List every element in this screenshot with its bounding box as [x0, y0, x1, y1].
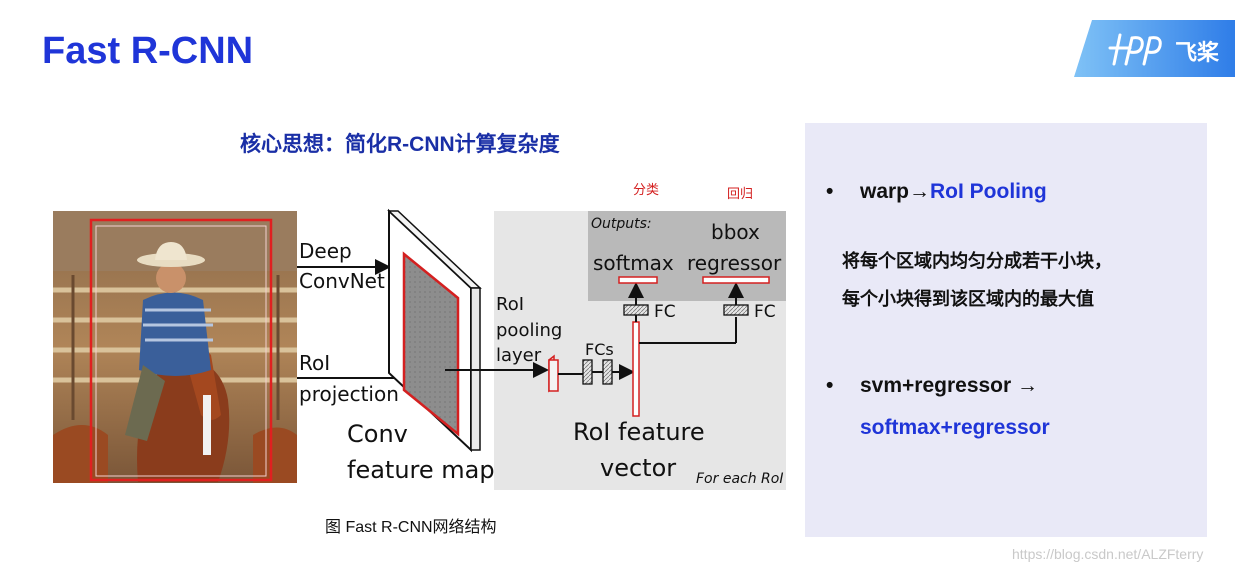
- bullet-dot: •: [826, 180, 834, 203]
- logo-text: 飞桨: [1175, 40, 1220, 66]
- roi-feature-label: RoI feature: [573, 418, 705, 446]
- bullet-dot: •: [826, 374, 834, 397]
- classify-label: 分类: [633, 183, 659, 198]
- outputs-region: [588, 211, 786, 301]
- vector-label: vector: [600, 454, 676, 482]
- desc-line-1: 将每个区域内均匀分成若干小块，: [842, 251, 1112, 271]
- bullet1-plain: warp→: [860, 180, 931, 203]
- figure-caption: 图 Fast R-CNN网络结构: [325, 519, 497, 536]
- fc-head-right: [723, 304, 749, 316]
- roi-pooling-label-3: layer: [496, 345, 542, 366]
- regressor-label: regressor: [687, 251, 782, 275]
- desc-line-2: 每个小块得到该区域内的最大值: [842, 289, 1094, 309]
- bbox-output-bar: [702, 276, 770, 284]
- roi-pooling-description: 将每个区域内均匀分成若干小块， 每个小块得到该区域内的最大值: [842, 242, 1112, 318]
- bullet2-line-2: softmax+regressor: [860, 416, 1050, 439]
- core-idea-subtitle: 核心思想：简化R-CNN计算复杂度: [240, 133, 560, 156]
- input-photo: [53, 211, 297, 483]
- bbox-label: bbox: [711, 220, 760, 244]
- notes-panel: [805, 123, 1207, 537]
- fc-layer-2: [602, 359, 613, 385]
- roi-label: RoI: [299, 351, 330, 375]
- feature-map-label: feature map: [347, 456, 495, 484]
- softmax-label: softmax: [593, 251, 674, 275]
- conv-label: Conv: [347, 420, 408, 448]
- roi-pooling-label-2: pooling: [496, 320, 562, 341]
- source-watermark: https://blog.csdn.net/ALZFterry: [1012, 546, 1204, 562]
- roi-pooling-label-1: RoI: [496, 294, 524, 315]
- projection-label: projection: [299, 382, 399, 406]
- regress-label: 回归: [727, 187, 753, 202]
- deep-label: Deep: [299, 239, 352, 263]
- bullet2-line-1: svm+regressor →: [860, 374, 1039, 397]
- convnet-label: ConvNet: [299, 269, 385, 293]
- fc-right-label: FC: [754, 302, 776, 322]
- conv-feature-map: [387, 208, 482, 453]
- page-title: Fast R-CNN: [42, 30, 254, 72]
- fcs-label: FCs: [585, 340, 614, 359]
- fc-left-label: FC: [654, 302, 676, 322]
- fc-head-left: [623, 304, 649, 316]
- pooled-feature-block: [548, 354, 559, 393]
- bullet1-highlight: RoI Pooling: [930, 180, 1047, 203]
- for-each-roi-label: For each RoI: [696, 471, 783, 487]
- outputs-label: Outputs:: [591, 216, 652, 232]
- bullet-warp-roi-pooling: • warp→RoI Pooling: [826, 180, 1047, 204]
- roi-feature-vector-bar: [632, 321, 640, 417]
- bullet-svm-regressor: • svm+regressor →: [826, 374, 1038, 398]
- fast-rcnn-architecture-diagram: Deep ConvNet RoI projection Conv feature…: [53, 183, 786, 490]
- paddle-logo: 飞桨: [1074, 20, 1235, 77]
- fc-layer-1: [582, 359, 593, 385]
- softmax-output-bar: [618, 276, 658, 284]
